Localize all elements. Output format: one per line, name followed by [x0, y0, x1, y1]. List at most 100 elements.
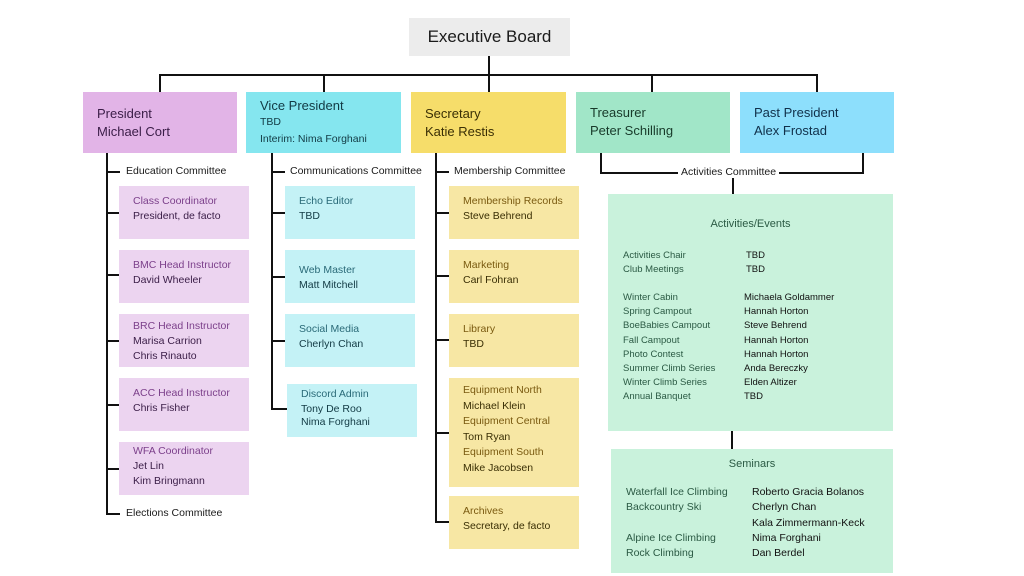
card-line: Tony De Roo: [301, 403, 362, 415]
card-title: Equipment North: [463, 384, 542, 396]
equipment-card: Equipment North Michael Klein Equipment …: [449, 378, 579, 487]
role-name: TBD: [746, 264, 765, 276]
connector-line: [732, 172, 734, 194]
card-line: Nima Forghani: [301, 416, 370, 428]
connector-line: [106, 171, 120, 173]
marketing-card: Marketing Carl Fohran: [449, 250, 579, 303]
activities-events-title: Activities/Events: [710, 218, 791, 230]
role-label: Club Meetings: [623, 264, 684, 276]
card-line: TBD: [299, 210, 320, 222]
seminar-name: Kala Zimmermann-Keck: [752, 516, 865, 529]
card-line: President, de facto: [133, 210, 221, 222]
card-line: Steve Behrend: [463, 210, 533, 222]
event-name: Michaela Goldammer: [744, 292, 835, 303]
acc-head-instructor-card: ACC Head Instructor Chris Fisher: [119, 378, 249, 431]
officer-interim: Interim: Nima Forghani: [260, 133, 367, 145]
event-name: Hannah Horton: [744, 348, 809, 360]
card-title: Echo Editor: [299, 195, 354, 207]
connector-line: [271, 408, 287, 410]
connector-line: [271, 340, 285, 342]
event-label: Winter Climb Series: [623, 377, 707, 389]
card-line: Chris Rinauto: [133, 350, 197, 362]
event-label: Spring Campout: [623, 306, 692, 318]
card-line: Secretary, de facto: [463, 520, 551, 532]
connector-line: [323, 74, 325, 93]
education-committee-label: Education Committee: [123, 165, 230, 177]
executive-board-title: Executive Board: [427, 27, 552, 46]
bmc-head-instructor-card: BMC Head Instructor David Wheeler: [119, 250, 249, 303]
connector-line: [600, 153, 602, 173]
seminar-name: Cherlyn Chan: [752, 501, 817, 514]
connector-line: [435, 212, 449, 214]
communications-committee-label: Communications Committee: [287, 165, 425, 177]
discord-admin-card: Discord Admin Tony De Roo Nima Forghani: [287, 384, 417, 437]
connector-line: [651, 74, 653, 93]
card-line: Mike Jacobsen: [463, 461, 534, 474]
executive-board-box: Executive Board: [409, 18, 570, 56]
connector-line: [271, 171, 285, 173]
connector-line: [106, 153, 108, 515]
seminar-name: Roberto Gracia Bolanos: [752, 486, 865, 498]
card-title: Web Master: [299, 264, 356, 276]
card-title: Library: [463, 323, 496, 335]
events-column: Winter Cabin Spring Campout BoeBabies Ca…: [623, 291, 715, 405]
archives-card: Archives Secretary, de facto: [449, 496, 579, 549]
event-name: TBD: [744, 391, 763, 403]
event-name: Steve Behrend: [744, 320, 807, 332]
card-title: WFA Coordinator: [133, 445, 213, 457]
seminar-label: Waterfall Ice Climbing: [626, 486, 728, 498]
elections-committee-label: Elections Committee: [123, 507, 226, 519]
seminar-label: Backcountry Ski: [626, 501, 702, 514]
seminars-title: Seminars: [728, 458, 776, 470]
role-label: Activities Chair: [623, 250, 686, 261]
officer-name: Alex Frostad: [754, 123, 827, 138]
event-names-column: Michaela Goldammer Hannah Horton Steve B…: [744, 291, 834, 405]
card-line: Carl Fohran: [463, 274, 519, 286]
connector-line: [106, 404, 119, 406]
event-label: Summer Climb Series: [623, 363, 716, 375]
event-name: Hannah Horton: [744, 306, 809, 318]
web-master-card: Web Master Matt Mitchell: [285, 250, 415, 303]
seminar-label: [626, 516, 728, 531]
card-title: BMC Head Instructor: [133, 259, 232, 271]
membership-records-card: Membership Records Steve Behrend: [449, 186, 579, 239]
connector-line: [435, 275, 449, 277]
officer-role: President: [97, 106, 152, 121]
seminar-label: Rock Climbing: [626, 547, 694, 560]
seminar-label: Alpine Ice Climbing: [626, 531, 716, 544]
connector-line: [106, 274, 119, 276]
connector-line: [159, 74, 161, 93]
officer-name: TBD: [260, 116, 281, 128]
connector-line: [106, 340, 119, 342]
connector-line: [435, 171, 449, 173]
connector-line: [816, 74, 818, 93]
officer-role: Treasurer: [590, 105, 646, 120]
social-media-card: Social Media Cherlyn Chan: [285, 314, 415, 367]
activities-events-box: Activities/Events Activities Chair Club …: [608, 194, 893, 431]
class-coordinator-card: Class Coordinator President, de facto: [119, 186, 249, 239]
card-line: Marisa Carrion: [133, 335, 202, 347]
brc-head-instructor-card: BRC Head Instructor Marisa Carrion Chris…: [119, 314, 249, 367]
seminars-column: Waterfall Ice Climbing Backcountry Ski A…: [626, 485, 728, 561]
officer-name: Katie Restis: [425, 124, 495, 139]
card-title: Membership Records: [463, 195, 563, 207]
connector-line: [271, 212, 285, 214]
seminar-names-column: Roberto Gracia Bolanos Cherlyn Chan Kala…: [752, 485, 865, 561]
card-line: TBD: [463, 338, 484, 350]
connector-line: [435, 339, 449, 341]
card-line: Chris Fisher: [133, 402, 190, 414]
seminar-name: Nima Forghani: [752, 531, 821, 544]
vice-president-box: Vice President TBD Interim: Nima Forghan…: [246, 92, 401, 153]
officer-name: Peter Schilling: [590, 123, 674, 138]
treasurer-box: Treasurer Peter Schilling: [576, 92, 730, 153]
event-label: Annual Banquet: [623, 391, 691, 403]
event-label: Winter Cabin: [623, 292, 678, 303]
connector-line: [106, 212, 119, 214]
card-title: Equipment South: [463, 446, 544, 459]
card-line: Tom Ryan: [463, 430, 511, 443]
connector-line: [271, 153, 273, 410]
connector-line: [435, 521, 449, 523]
card-title: Equipment Central: [463, 415, 550, 428]
officer-role: Vice President: [260, 98, 344, 113]
officer-role: Past President: [754, 105, 839, 120]
